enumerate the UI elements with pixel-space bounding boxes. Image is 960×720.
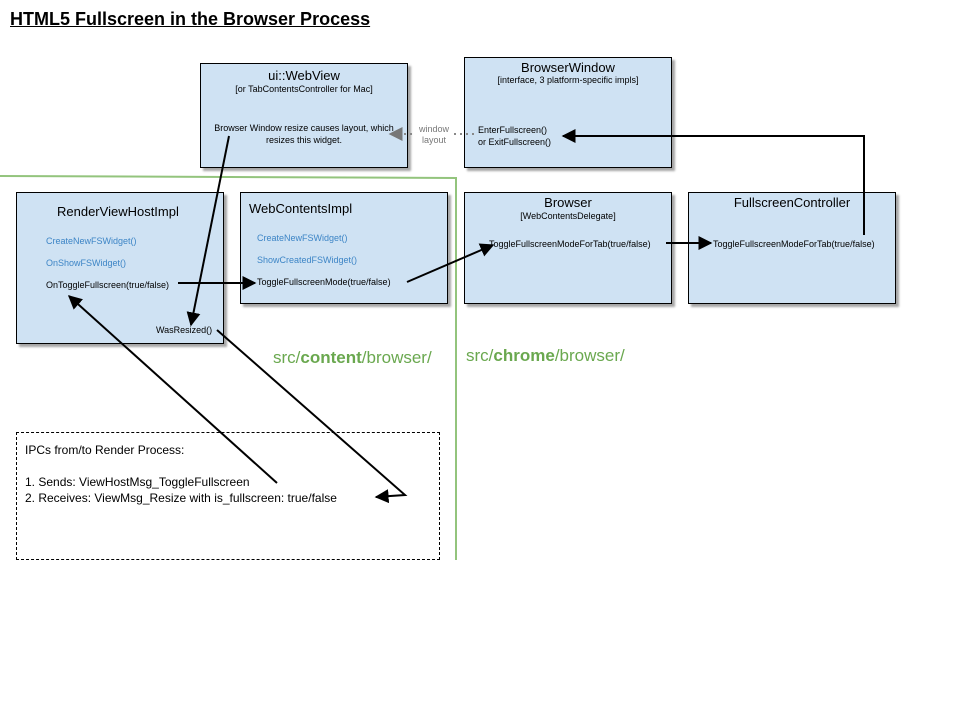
rvhi-on-toggle-fullscreen: OnToggleFullscreen(true/false) xyxy=(46,280,170,290)
ipc-line-sends: 1. Sends: ViewHostMsg_ToggleFullscreen xyxy=(25,475,250,489)
browser-window-title: BrowserWindow xyxy=(521,60,615,75)
rvhi-create-new-fs-widget: CreateNewFSWidget() xyxy=(46,236,137,246)
ipc-box: IPCs from/to Render Process: 1. Sends: V… xyxy=(16,432,440,560)
arrow-wasresized-to-ipc-receives xyxy=(216,329,408,504)
enter-fullscreen-method: EnterFullscreen() xyxy=(478,125,548,135)
page-title: HTML5 Fullscreen in the Browser Process xyxy=(10,9,371,29)
fullscreen-controller-box: FullscreenController ToggleFullscreenMod… xyxy=(688,192,896,304)
ipc-line-receives: 2. Receives: ViewMsg_Resize with is_full… xyxy=(25,491,337,505)
webview-description: Browser Window resize causes layout, whi… xyxy=(214,123,394,145)
content-label-post: /browser/ xyxy=(361,348,432,367)
content-chrome-boundary xyxy=(0,175,457,560)
arrow-wci-to-browser xyxy=(406,243,495,283)
browser-title: Browser xyxy=(544,195,592,210)
wci-show-created-fs-widget: ShowCreatedFSWidget() xyxy=(257,255,358,265)
browser-subtitle: [WebContentsDelegate] xyxy=(520,211,616,221)
rvhi-title: RenderViewHostImpl xyxy=(57,204,179,219)
wci-toggle-fullscreen-mode: ToggleFullscreenMode(true/false) xyxy=(257,277,391,287)
wci-title: WebContentsImpl xyxy=(249,201,353,216)
browser-box: Browser [WebContentsDelegate] ToggleFull… xyxy=(464,192,672,304)
rvhi-was-resized: WasResized() xyxy=(156,325,213,335)
arrow-ipc-sends-to-rvhi xyxy=(67,295,278,484)
webview-title: ui::WebView xyxy=(268,68,340,83)
content-browser-label: src/content/browser/ xyxy=(273,348,432,368)
window-layout-label: window layout xyxy=(414,124,454,146)
chrome-label-pre: src/ xyxy=(466,346,494,365)
browser-window-box: BrowserWindow [interface, 3 platform-spe… xyxy=(464,57,672,168)
content-label-pre: src/ xyxy=(273,348,301,367)
browser-window-subtitle: [interface, 3 platform-specific impls] xyxy=(497,75,639,85)
exit-fullscreen-method: or ExitFullscreen() xyxy=(478,137,552,147)
wci-create-new-fs-widget: CreateNewFSWidget() xyxy=(257,233,348,243)
fsc-toggle-fullscreen-for-tab: ToggleFullscreenModeForTab(true/false) xyxy=(713,239,875,249)
arrow-webview-to-wasresized xyxy=(186,135,230,327)
browser-toggle-fullscreen-for-tab: ToggleFullscreenModeForTab(true/false) xyxy=(489,239,651,249)
window-layout-line1: window xyxy=(418,124,449,134)
window-layout-line2: layout xyxy=(421,135,447,145)
chrome-label-bold: chrome xyxy=(493,346,555,365)
web-contents-impl-box: WebContentsImpl CreateNewFSWidget() Show… xyxy=(240,192,448,304)
webview-subtitle: [or TabContentsController for Mac] xyxy=(235,84,373,94)
arrow-fsc-to-browser-window xyxy=(561,129,865,235)
ipc-heading: IPCs from/to Render Process: xyxy=(25,443,185,457)
chrome-label-post: /browser/ xyxy=(554,346,625,365)
fsc-title: FullscreenController xyxy=(733,195,851,210)
webview-box: ui::WebView [or TabContentsController fo… xyxy=(200,63,408,168)
rvhi-on-show-fs-widget: OnShowFSWidget() xyxy=(46,258,127,268)
content-label-bold: content xyxy=(300,348,362,367)
chrome-browser-label: src/chrome/browser/ xyxy=(466,346,625,366)
